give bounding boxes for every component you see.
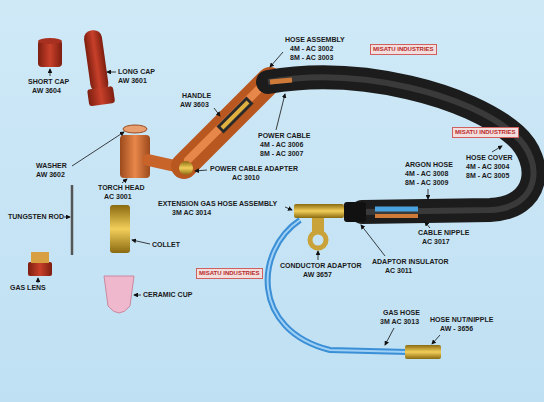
watermark: MISATU INDUSTRIES (196, 268, 263, 279)
part-label: ARGON HOSE (405, 161, 453, 169)
long-cap (83, 29, 109, 93)
part-label: GAS LENS (10, 284, 46, 292)
watermark: MISATU INDUSTRIES (370, 44, 437, 55)
part-label: 3M AC 3013 (380, 318, 419, 326)
adaptor-insulator (344, 202, 366, 222)
leader-lines (38, 52, 502, 345)
tungsten-rod (71, 185, 74, 255)
part-label: WASHER (36, 162, 67, 170)
part-label: CABLE NIPPLE (418, 229, 469, 237)
part-label: 4M - AC 3002 (290, 45, 333, 53)
ceramic-cup (104, 276, 134, 313)
washer (123, 125, 147, 133)
part-label: AW 3603 (180, 101, 209, 109)
part-label: 8M - AC 3005 (466, 172, 509, 180)
part-label: HOSE ASSEMBLY (285, 36, 345, 44)
part-label: EXTENSION GAS HOSE ASSEMBLY (158, 200, 277, 208)
hose (268, 78, 534, 212)
part-label: HOSE COVER (466, 154, 513, 162)
gas-lens (28, 262, 52, 276)
part-label: SHORT CAP (28, 78, 69, 86)
part-label: CERAMIC CUP (143, 291, 192, 299)
part-label: GAS HOSE (383, 309, 420, 317)
part-label: 8M - AC 3007 (260, 150, 303, 158)
part-label: CONDUCTOR ADAPTOR (280, 262, 362, 270)
part-label: 8M - AC 3009 (405, 179, 448, 187)
part-label: AC 3017 (422, 238, 450, 246)
part-label: TUNGSTEN ROD (8, 213, 64, 221)
short-cap (38, 40, 62, 67)
part-label: AW 3602 (36, 171, 65, 179)
part-label: AW 3657 (303, 271, 332, 279)
part-label: POWER CABLE (258, 132, 311, 140)
part-label: TORCH HEAD (98, 184, 145, 192)
part-label: LONG CAP (118, 68, 155, 76)
part-label: 4M - AC 3004 (466, 163, 509, 171)
part-label: AC 3001 (104, 193, 132, 201)
collet (110, 205, 130, 253)
part-label: AW - 3656 (440, 325, 473, 333)
watermark: MISATU INDUSTRIES (452, 127, 519, 138)
part-label: 4M - AC 3008 (405, 170, 448, 178)
power-cable-adapter (179, 161, 193, 175)
part-label: AW 3604 (32, 87, 61, 95)
part-label: 3M AC 3014 (172, 209, 211, 217)
conductor-adaptor (294, 204, 344, 218)
part-label: 4M - AC 3006 (260, 141, 303, 149)
part-label: HOSE NUT/NIPPLE (430, 316, 493, 324)
part-label: AC 3010 (232, 174, 260, 182)
gas-hose (268, 220, 408, 352)
part-label: COLLET (152, 241, 180, 249)
part-label: POWER CABLE ADAPTER (210, 165, 298, 173)
part-label: HANDLE (182, 92, 211, 100)
hose-nut (405, 345, 441, 359)
part-label: 8M - AC 3003 (290, 54, 333, 62)
part-label: AC 3011 (385, 267, 412, 275)
part-label: AW 3601 (118, 77, 147, 85)
part-label: ADAPTOR INSULATOR (372, 258, 449, 266)
